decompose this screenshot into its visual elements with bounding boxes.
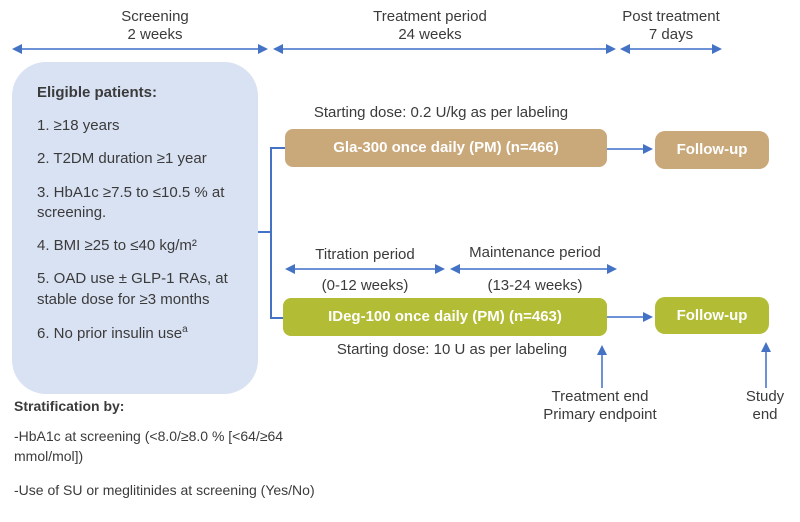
- screening-period-arrow: [12, 44, 268, 54]
- eligibility-criterion-5: 5. OAD use ± GLP-1 RAs, at stable dose f…: [37, 270, 228, 308]
- arrowhead-right-icon: [258, 44, 268, 54]
- arrowhead-up-icon: [597, 345, 607, 355]
- stratification-item-su: -Use of SU or meglitinides at screening …: [14, 482, 315, 499]
- maintenance-period-label: Maintenance period: [469, 244, 601, 261]
- arrowhead-up-icon: [761, 342, 771, 352]
- maintenance-period-arrow: [450, 264, 617, 274]
- posttreatment-phase-label: Post treatment 7 days: [591, 8, 751, 44]
- titration-period-weeks: (0-12 weeks): [321, 277, 409, 294]
- posttreatment-period-arrow: [620, 44, 722, 54]
- arrowhead-right-icon: [606, 44, 616, 54]
- study-end-pointer-arrow: [761, 342, 771, 388]
- maintenance-period-weeks: (13-24 weeks): [487, 277, 583, 294]
- arrowhead-right-icon: [607, 264, 617, 274]
- arrowhead-left-icon: [620, 44, 630, 54]
- gla300-followup-box: Follow-up: [655, 131, 769, 169]
- study-end-annotation: Study end: [725, 388, 800, 424]
- study-end-line2: end: [752, 406, 778, 423]
- treatment-end-line1: Treatment end: [551, 388, 649, 405]
- eligible-patients-title: Eligible patients:: [37, 84, 158, 101]
- posttreatment-phase-name: Post treatment: [622, 8, 720, 25]
- branch-to-ideg100-line: [270, 317, 283, 319]
- ideg100-to-followup-arrow: [607, 312, 653, 322]
- eligible-patients-panel: Eligible patients: 1. ≥18 years 2. T2DM …: [12, 62, 258, 394]
- screening-phase-duration: 2 weeks: [127, 26, 183, 43]
- eligibility-criterion-6: 6. No prior insulin usea: [37, 323, 188, 342]
- eligibility-criterion-1: 1. ≥18 years: [37, 117, 120, 134]
- treatment-end-pointer-arrow: [597, 345, 607, 388]
- ideg100-arm-box: IDeg-100 once daily (PM) (n=463): [283, 298, 607, 336]
- treatment-phase-label: Treatment period 24 weeks: [350, 8, 510, 44]
- eligibility-criterion-3: 3. HbA1c ≥7.5 to ≤10.5 % at screening.: [37, 183, 225, 221]
- gla300-to-followup-arrow: [607, 144, 653, 154]
- stratification-block: Stratification by: -HbA1c at screening (…: [14, 398, 344, 516]
- ideg100-followup-box: Follow-up: [655, 297, 769, 334]
- eligibility-criterion-4: 4. BMI ≥25 to ≤40 kg/m²: [37, 237, 197, 254]
- stratification-item-hba1c: -HbA1c at screening (<8.0/≥8.0 % [<64/≥6…: [14, 428, 284, 464]
- arrowhead-left-icon: [450, 264, 460, 274]
- treatment-phase-duration: 24 weeks: [398, 26, 462, 43]
- arrowhead-left-icon: [285, 264, 295, 274]
- treatment-end-line2: Primary endpoint: [543, 406, 657, 423]
- screening-phase-label: Screening 2 weeks: [75, 8, 235, 44]
- footnote-marker: a: [182, 323, 188, 335]
- titration-period-arrow: [285, 264, 445, 274]
- screening-phase-name: Screening: [121, 8, 189, 25]
- gla300-arm-box: Gla-300 once daily (PM) (n=466): [285, 129, 607, 167]
- arrowhead-right-icon: [643, 144, 653, 154]
- branch-stem-line: [258, 231, 271, 233]
- stratification-title: Stratification by:: [14, 398, 125, 414]
- branch-vertical-line: [270, 147, 272, 319]
- arrowhead-right-icon: [643, 312, 653, 322]
- gla300-dose-note: Starting dose: 0.2 U/kg as per labeling: [313, 104, 569, 121]
- branch-to-gla300-line: [270, 147, 285, 149]
- titration-period-label: Titration period: [315, 246, 415, 263]
- posttreatment-phase-duration: 7 days: [648, 26, 694, 43]
- treatment-end-annotation: Treatment end Primary endpoint: [510, 388, 690, 424]
- treatment-phase-name: Treatment period: [373, 8, 487, 25]
- treatment-period-arrow: [273, 44, 616, 54]
- study-end-line1: Study: [745, 388, 785, 405]
- arrowhead-left-icon: [12, 44, 22, 54]
- arrowhead-right-icon: [435, 264, 445, 274]
- ideg100-dose-note: Starting dose: 10 U as per labeling: [336, 341, 568, 358]
- arrowhead-right-icon: [712, 44, 722, 54]
- arrowhead-left-icon: [273, 44, 283, 54]
- eligibility-criterion-2: 2. T2DM duration ≥1 year: [37, 150, 207, 168]
